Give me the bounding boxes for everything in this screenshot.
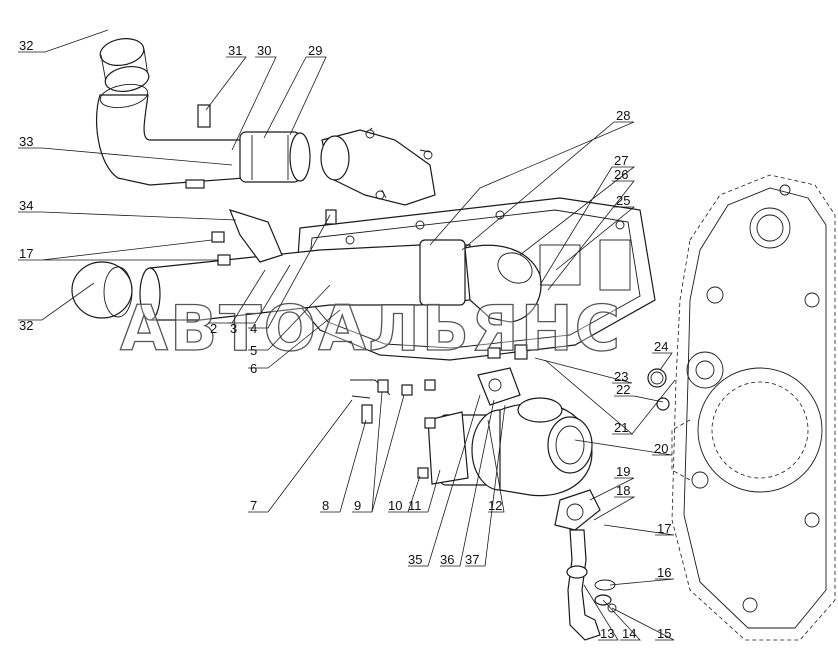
callout-8: 8 [322,498,329,513]
callout-22: 22 [616,382,630,397]
callout-10: 10 [388,498,402,513]
callout-32-left: 32 [19,318,33,333]
callout-7: 7 [250,498,257,513]
callout-29: 29 [308,43,322,58]
oil-drain-line [554,489,617,641]
callout-11: 11 [408,498,422,513]
callout-12: 12 [488,498,502,513]
callout-24: 24 [654,339,668,354]
callout-9: 9 [354,498,361,513]
callout-35: 35 [408,552,422,567]
callout-20: 20 [654,441,668,456]
leader-lines [18,29,676,641]
watermark: АВТОАЛЬЯНС [120,292,622,365]
callout-37: 37 [465,552,479,567]
callout-23: 23 [614,369,628,384]
callout-19: 19 [616,464,630,479]
callout-4: 4 [250,321,257,336]
callout-21: 21 [614,420,628,435]
callout-14: 14 [622,626,636,641]
callout-34: 34 [19,198,33,213]
callout-15: 15 [657,626,671,641]
callout-13: 13 [600,626,614,641]
elbow-pipe [320,127,436,206]
callout-26: 26 [614,167,628,182]
callout-17-right: 17 [657,521,671,536]
callout-18: 18 [616,483,630,498]
callout-32-top: 32 [19,38,33,53]
callout-27: 27 [614,153,628,168]
callout-33: 33 [19,134,33,149]
callout-5: 5 [250,343,257,358]
callout-16: 16 [657,565,671,580]
callout-17-left: 17 [19,246,33,261]
callout-28: 28 [616,108,630,123]
callout-31: 31 [228,43,242,58]
fasteners [197,104,670,479]
callout-30: 30 [257,43,271,58]
callout-36: 36 [440,552,454,567]
callout-6: 6 [250,361,257,376]
callout-2: 2 [210,321,217,336]
callout-3: 3 [230,321,237,336]
callout-25: 25 [616,193,630,208]
flywheel-housing [671,174,836,641]
callout-labels: 32 31 30 29 33 28 27 26 25 34 17 32 2 3 … [19,38,671,641]
